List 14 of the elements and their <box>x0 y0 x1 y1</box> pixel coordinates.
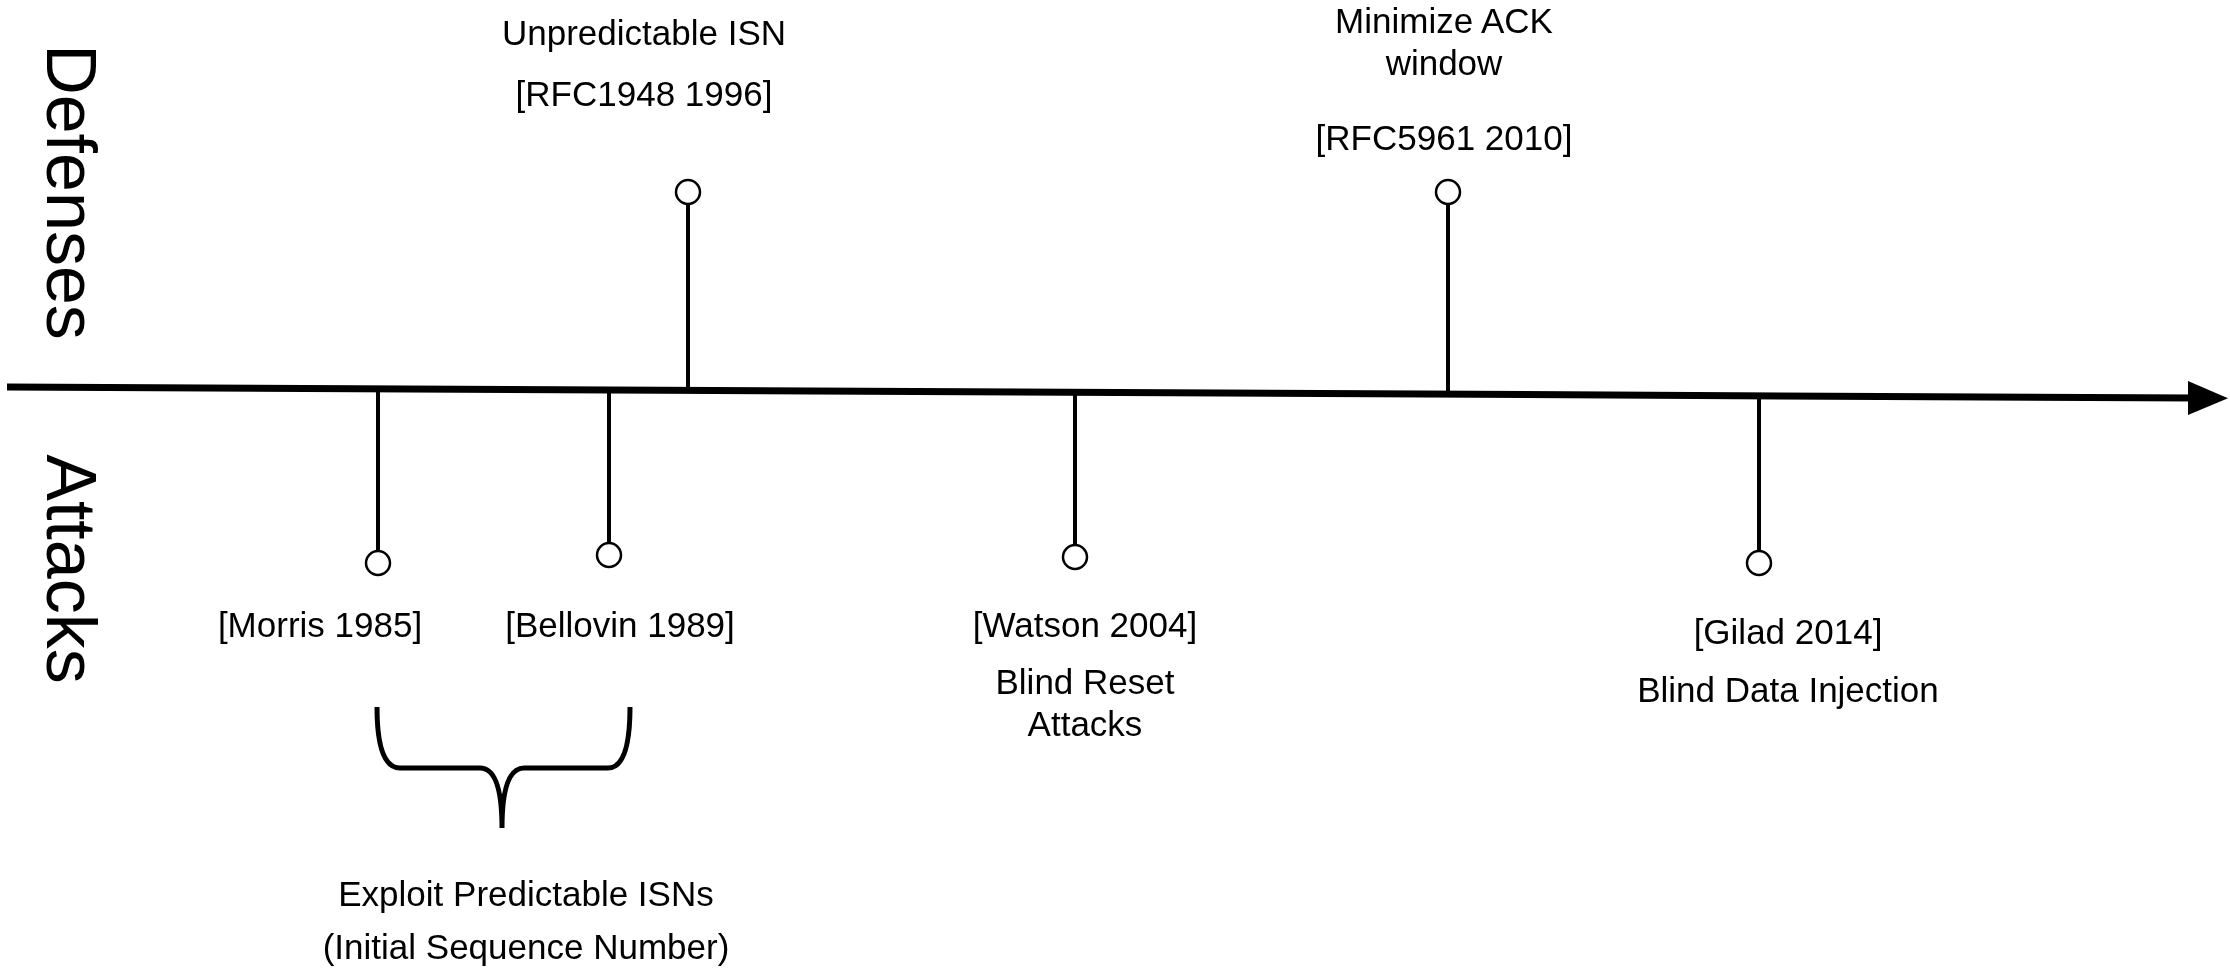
defense-label: Minimize ACK window <box>1334 0 1554 84</box>
citation-label: [Bellovin 1989] <box>504 604 736 646</box>
defense-label: Unpredictable ISN <box>500 12 787 54</box>
annotation-text: (Initial Sequence Number) <box>321 926 731 968</box>
citation-label: [Gilad 2014] <box>1692 611 1884 653</box>
section-label: Attacks <box>35 454 106 684</box>
section-label: Defenses <box>35 44 106 340</box>
citation-label: [Watson 2004] <box>971 604 1199 646</box>
citation-label: [RFC1948 1996] <box>514 73 774 115</box>
attack-label: Blind Data Injection <box>1636 669 1940 711</box>
citation-label: [Morris 1985] <box>216 604 424 646</box>
citation-label: [RFC5961 2010] <box>1314 117 1574 159</box>
attack-label: Blind Reset Attacks <box>994 661 1176 745</box>
annotation-text: Exploit Predictable ISNs <box>337 873 715 915</box>
